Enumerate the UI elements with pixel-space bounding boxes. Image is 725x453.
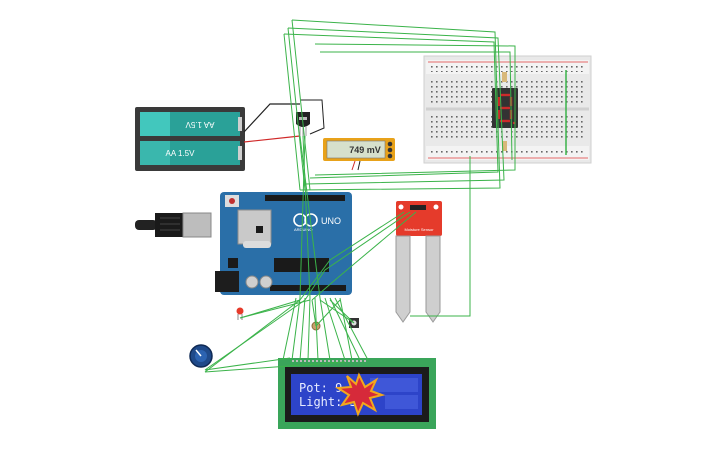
arduino-board[interactable] xyxy=(215,192,352,295)
usb-cable[interactable] xyxy=(135,212,212,238)
battery-pack[interactable] xyxy=(135,107,245,171)
multimeter[interactable] xyxy=(323,138,395,161)
potentiometer[interactable] xyxy=(189,344,213,368)
arduino-brand: ARDUINO xyxy=(294,227,312,232)
arduino-model: UNO xyxy=(321,216,341,226)
moisture-sensor[interactable] xyxy=(395,201,442,323)
resistor-bottom[interactable] xyxy=(502,141,507,151)
battery-cell-top-label: AA 1.5V xyxy=(185,120,215,129)
moisture-sensor-label: Moisture Sensor xyxy=(404,227,434,232)
red-led[interactable] xyxy=(236,307,244,321)
lcd-line-1: Pot: 9 xyxy=(299,381,342,395)
resistor-top[interactable] xyxy=(502,72,507,82)
multimeter-reading: 749 mV xyxy=(349,145,381,155)
error-burst-icon xyxy=(334,372,386,417)
battery-cell-bottom-label: AA 1.5V xyxy=(166,149,196,158)
wires xyxy=(204,19,516,373)
breadboard[interactable] xyxy=(423,55,592,164)
